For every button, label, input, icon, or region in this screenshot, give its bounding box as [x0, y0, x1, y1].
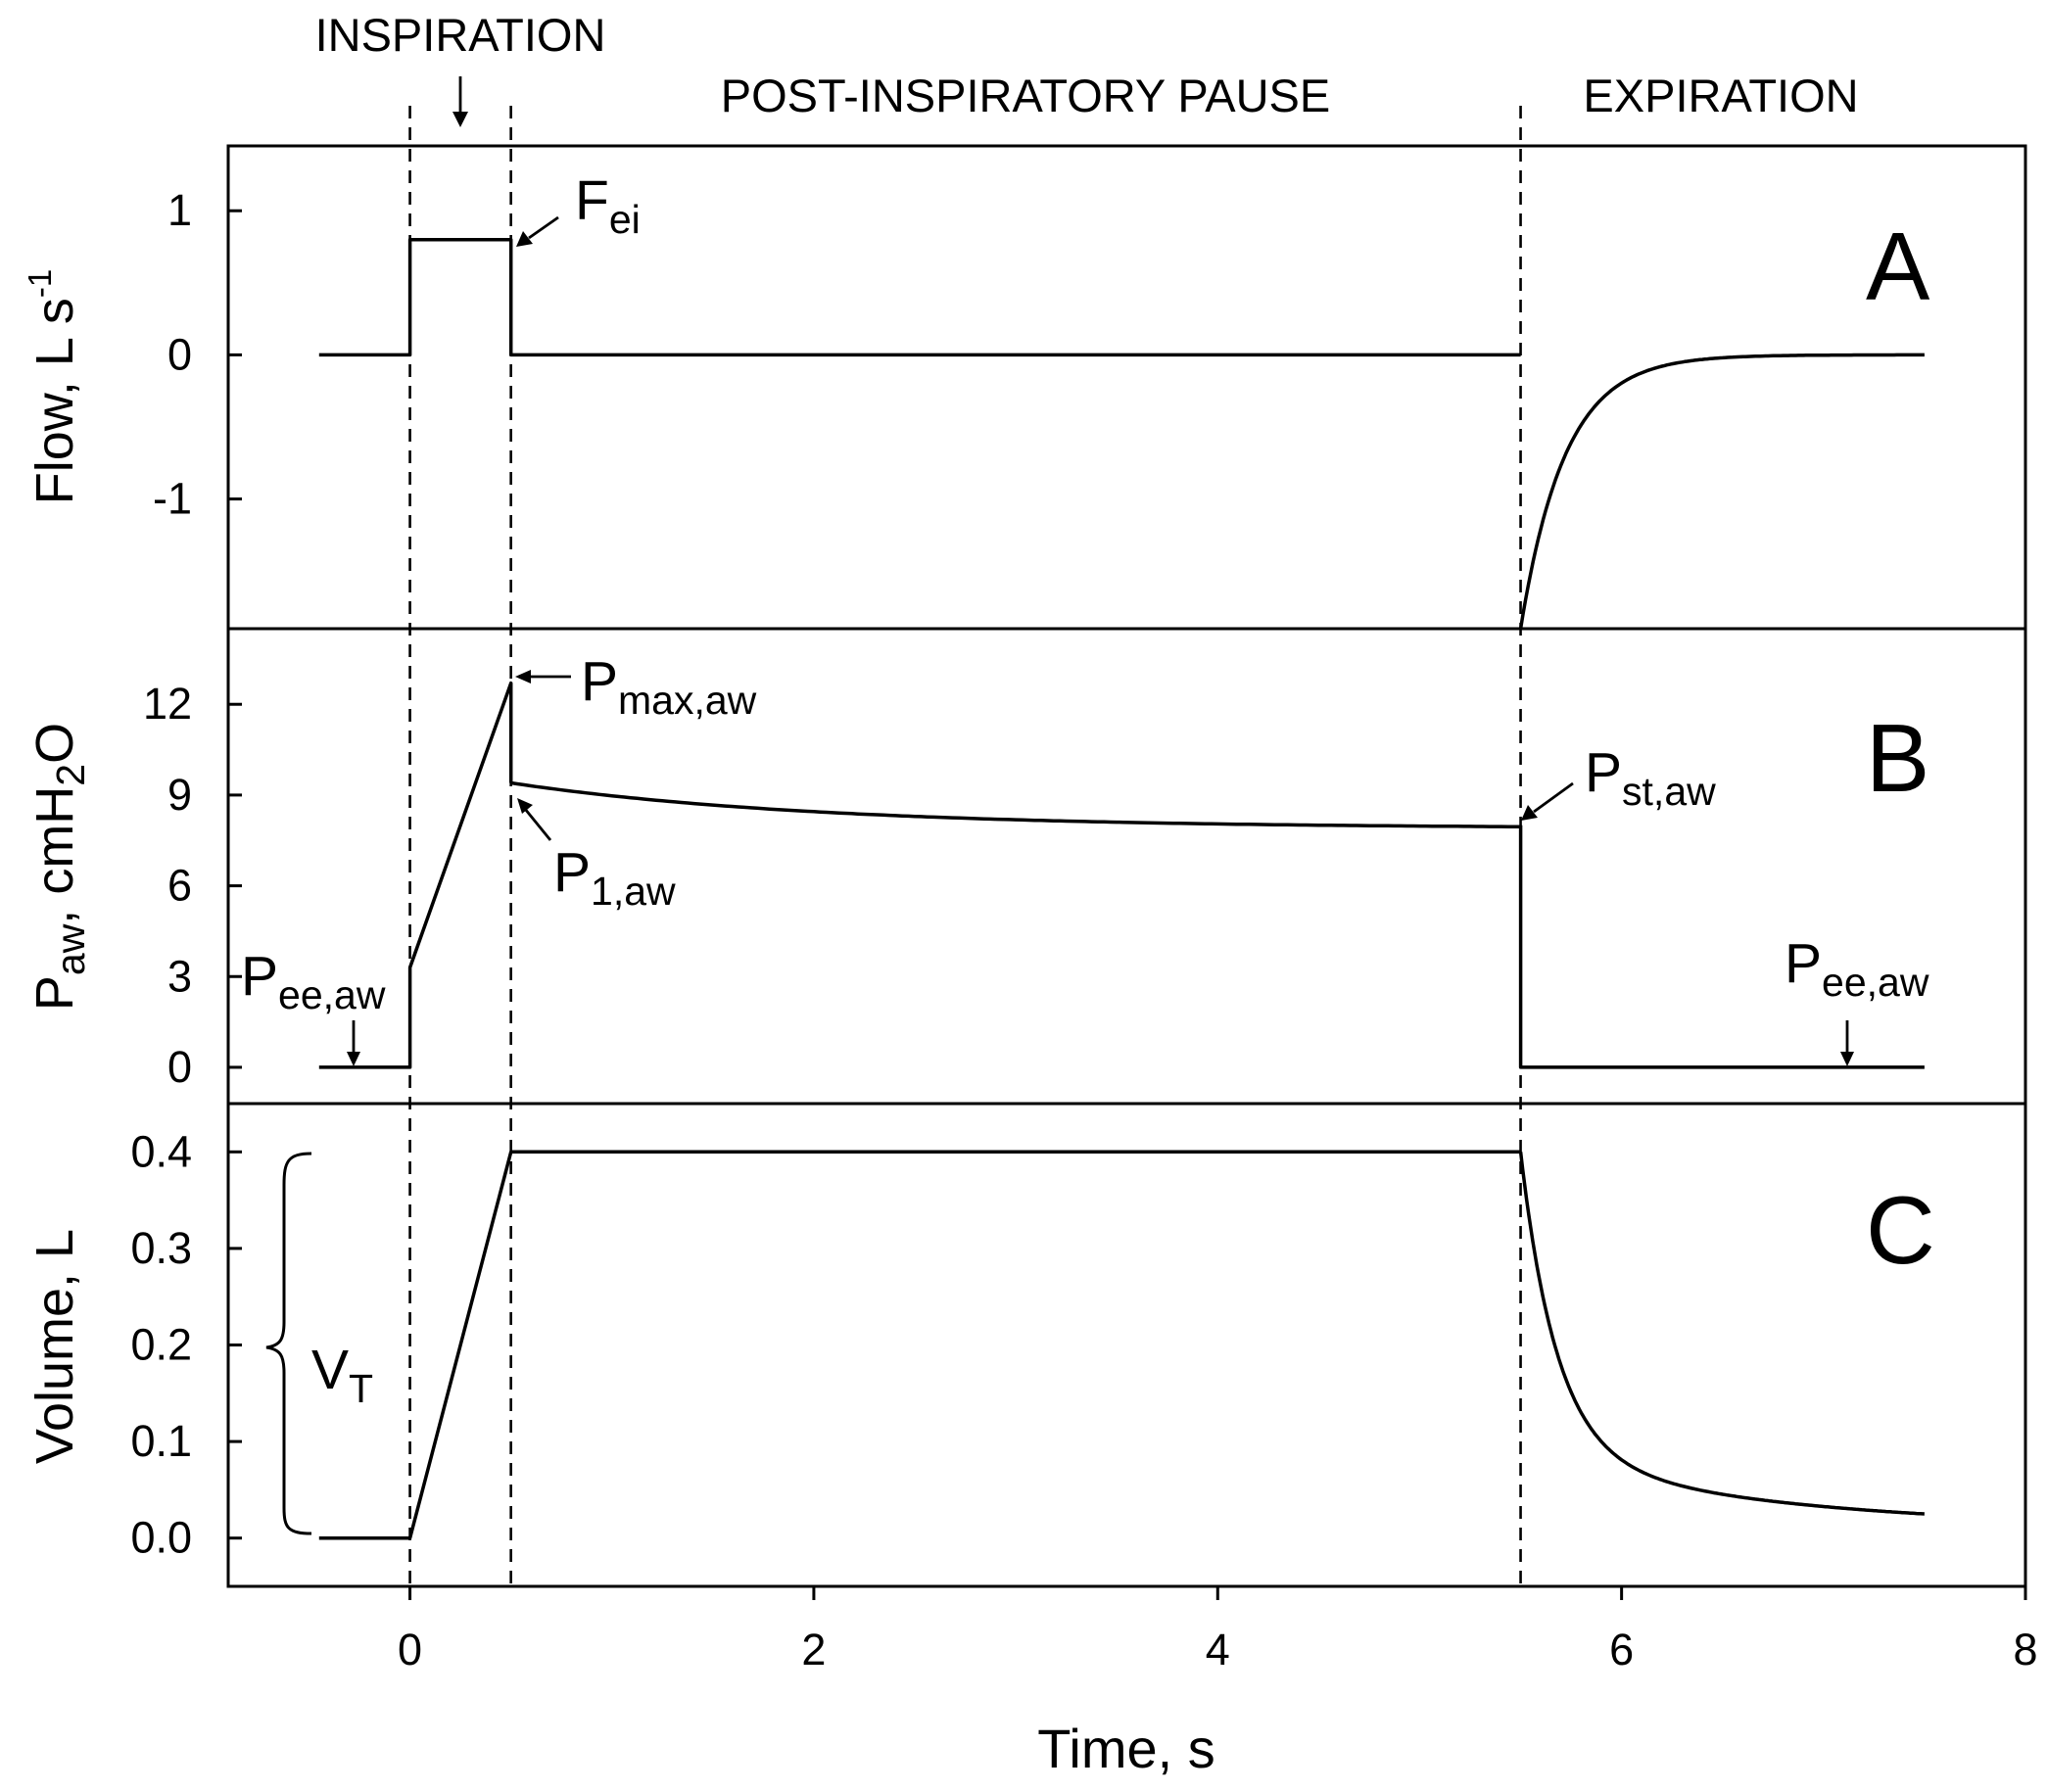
x-tick-label: 0 — [398, 1625, 422, 1674]
panel-a-y-tick-label: 0 — [167, 329, 192, 379]
annotation-pst: Pst,aw — [1585, 741, 1716, 814]
panel-b-y-axis-title: Paw, cmH2O — [25, 723, 93, 1011]
phase-label-inspiration: INSPIRATION — [315, 9, 606, 61]
panel-c-trace-0 — [318, 1150, 1521, 1540]
pst-arrow-head — [1521, 805, 1538, 821]
panel-a-y-tick-label: -1 — [153, 474, 192, 524]
annotation-pee-right: Pee,aw — [1785, 932, 1929, 1005]
phase-label-expiration: EXPIRATION — [1583, 70, 1858, 121]
panel-a-trace-0 — [318, 237, 1521, 357]
x-tick-label: 6 — [1609, 1625, 1634, 1674]
annotation-p1: P1,aw — [553, 841, 676, 914]
panel-b-y-tick-label: 9 — [167, 770, 192, 820]
panel-b-frame — [226, 627, 2027, 1106]
panel-c-y-axis-title: Volume, L — [25, 1229, 84, 1464]
panel-b-trace-1 — [510, 780, 1521, 828]
panel-c-y-tick-label: 0.0 — [130, 1513, 192, 1563]
panel-a-y-axis-title: Flow, L s-1 — [22, 269, 84, 504]
panel-c-y-tick-label: 0.1 — [130, 1416, 192, 1466]
x-tick-label: 8 — [2013, 1625, 2037, 1674]
fei-arrow — [528, 215, 559, 240]
tidal-volume-brace — [265, 1152, 312, 1535]
panel-b-y-tick-label: 12 — [143, 679, 192, 729]
panel-a-y-tick-label: 1 — [167, 185, 192, 235]
panel-c-y-tick-label: 0.3 — [130, 1223, 192, 1273]
panel-c-y-tick-label: 0.4 — [130, 1126, 192, 1176]
panel-a-frame — [226, 144, 2027, 631]
panel-b-y-tick-label: 3 — [167, 951, 192, 1001]
annotation-vt: VT — [311, 1339, 373, 1411]
x-axis-title: Time, s — [1037, 1718, 1214, 1779]
panel-a-trace-1 — [1518, 353, 1925, 630]
panel-b-y-tick-label: 6 — [167, 861, 192, 911]
pee-right-arrow-head — [1840, 1052, 1854, 1066]
panel-a-letter: A — [1866, 212, 1930, 320]
pmax-arrow-head — [515, 670, 531, 684]
panel-c-trace-1 — [1518, 1152, 1925, 1516]
panel-c-y-tick-label: 0.2 — [130, 1320, 192, 1370]
fei-arrow-head — [516, 231, 533, 247]
phase-label-post-inspiratory-pause: POST-INSPIRATORY PAUSE — [721, 70, 1331, 121]
x-tick-label: 2 — [801, 1625, 826, 1674]
traces — [318, 237, 1925, 1540]
pst-arrow — [1533, 781, 1574, 814]
p1-arrow-head — [517, 798, 533, 814]
annotation-pee-left: Pee,aw — [241, 945, 386, 1017]
panel-b-trace-2 — [1518, 825, 1925, 1069]
x-tick-label: 4 — [1206, 1625, 1230, 1674]
panel-b-y-tick-label: 0 — [167, 1042, 192, 1092]
pee-left-arrow-head — [347, 1052, 360, 1066]
panel-c-letter: C — [1866, 1176, 1935, 1284]
panel-b-trace-0 — [318, 681, 513, 1069]
panel-c-frame — [226, 1102, 2027, 1588]
p1-arrow — [523, 808, 552, 841]
y-axis-ticks: 1 0 -1 12 9 6 3 0 0.4 0.3 0.2 0.1 0.0 — [130, 185, 242, 1563]
annotation-pmax: Pmax,aw — [581, 650, 757, 723]
x-axis-ticks: 0 2 4 6 8 — [398, 1586, 2038, 1674]
panel-b-letter: B — [1866, 704, 1929, 812]
inspiration-arrow-head — [452, 112, 468, 127]
annotation-fei: Fei — [575, 169, 641, 242]
